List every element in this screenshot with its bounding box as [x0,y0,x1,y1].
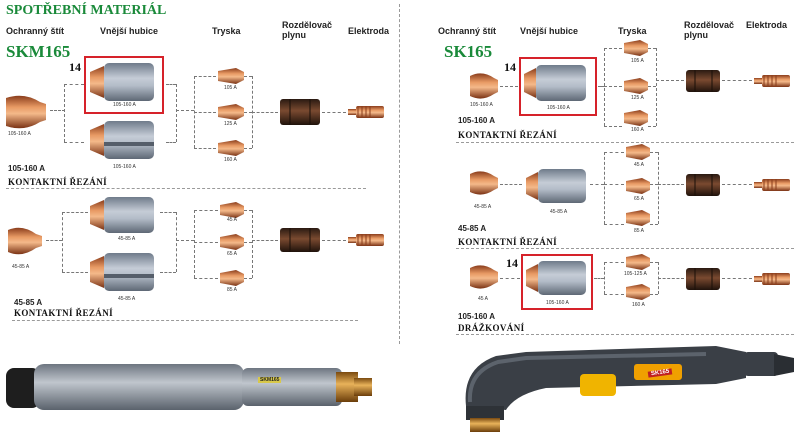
outer-cap-label: 105-160 A [547,105,570,111]
nozzle-label: 105 A [224,85,237,91]
nozzle-part [626,210,650,226]
shield-label: 105-160 A [8,131,31,137]
nozzle-label: 45 A [634,162,645,168]
outer-cap-label: 45-85 A [550,209,568,215]
highlight-box [84,56,164,114]
amperage-range: 105-160 A [458,116,496,125]
section-title: KONTAKTNÍ ŘEZÁNÍ [458,130,557,140]
torch-handheld-image [465,346,794,432]
model-title-left: SKM165 [6,42,71,61]
amperage-range: 105-160 A [458,312,496,321]
nozzle-part [218,140,244,156]
section-title: KONTAKTNÍ ŘEZÁNÍ [8,177,107,187]
highlight-box [519,57,597,116]
header-nozzle: Tryska [212,26,241,36]
nozzle-part [624,78,648,94]
nozzle-label: 160 A [632,302,645,308]
shield-label: 45-85 A [474,204,492,210]
electrode-part [348,106,384,118]
nozzle-label: 85 A [227,287,238,293]
outer-cap-part [90,121,154,159]
nozzle-part [624,40,648,56]
page-title: SPOTŘEBNÍ MATERIÁL [6,3,167,18]
callout-number: 14 [69,60,81,74]
nozzle-label: 65 A [634,196,645,202]
torch-straight-image [6,364,372,410]
nozzle-part [218,104,244,120]
nozzle-part [220,234,244,250]
nozzle-part [626,254,650,270]
nozzle-part [220,270,244,286]
callout-number: 14 [506,256,518,270]
section-title: DRÁŽKOVÁNÍ [458,323,525,333]
header-distributor: Rozdělovač plynu [282,20,333,40]
gas-distributor-part [686,70,720,92]
section-title: KONTAKTNÍ ŘEZÁNÍ [458,237,557,247]
nozzle-label: 125 A [631,95,644,101]
nozzle-part [218,68,244,84]
outer-cap-label: 105-160 A [113,164,136,170]
shield-part [470,73,498,99]
shield-part [470,265,498,289]
outer-cap-part [90,63,154,101]
nozzle-part [626,178,650,194]
nozzle-part [626,284,650,300]
header-distributor: Rozdělovač plynu [684,20,735,40]
header-shield: Ochranný štít [6,26,65,36]
gas-distributor-part [280,228,320,252]
nozzle-label: 45 A [227,217,238,223]
gas-distributor-part [280,99,320,125]
nozzle-label: 65 A [227,251,238,257]
outer-cap-part [526,169,586,203]
nozzle-label: 85 A [634,228,645,234]
header-outer-cap: Vnější hubice [520,26,579,36]
column-divider [399,4,400,344]
electrode-part [754,273,790,285]
amperage-range: 45-85 A [14,298,43,307]
header-shield: Ochranný štít [438,26,497,36]
electrode-part [754,179,790,191]
outer-cap-part [526,261,586,295]
outer-cap-label: 45-85 A [118,296,136,302]
electrode-part [754,75,790,87]
shield-part [470,171,498,195]
outer-cap-label: 105-160 A [546,300,569,306]
header-outer-cap: Vnější hubice [100,26,159,36]
nozzle-label: 105-125 A [624,271,647,277]
model-title-right: SK165 [444,42,493,61]
nozzle-part [624,110,648,126]
nozzle-part [220,202,244,218]
header-electrode: Elektroda [746,20,788,30]
outer-cap-label: 105-160 A [113,102,136,108]
shield-part [8,227,42,255]
nozzle-label: 105 A [631,58,644,64]
header-electrode: Elektroda [348,26,390,36]
amperage-range: 105-160 A [8,164,46,173]
shield-part [6,95,46,129]
highlight-box [521,254,593,310]
torch-label: SKM165 [258,377,282,383]
electrode-part [348,234,384,246]
outer-cap-part [90,197,154,233]
outer-cap-label: 45-85 A [118,236,136,242]
gas-distributor-part [686,268,720,290]
callout-number: 14 [504,60,516,74]
amperage-range: 45-85 A [458,224,487,233]
nozzle-label: 160 A [224,157,237,163]
outer-cap-part [90,253,154,291]
shield-label: 45 A [478,296,489,302]
gas-distributor-part [686,174,720,196]
outer-cap-part [524,65,586,101]
section-title: KONTAKTNÍ ŘEZÁNÍ [14,308,113,318]
nozzle-label: 160 A [631,127,644,133]
shield-label: 105-160 A [470,102,493,108]
header-nozzle: Tryska [618,26,647,36]
nozzle-part [626,144,650,160]
nozzle-label: 125 A [224,121,237,127]
shield-label: 45-85 A [12,264,30,270]
